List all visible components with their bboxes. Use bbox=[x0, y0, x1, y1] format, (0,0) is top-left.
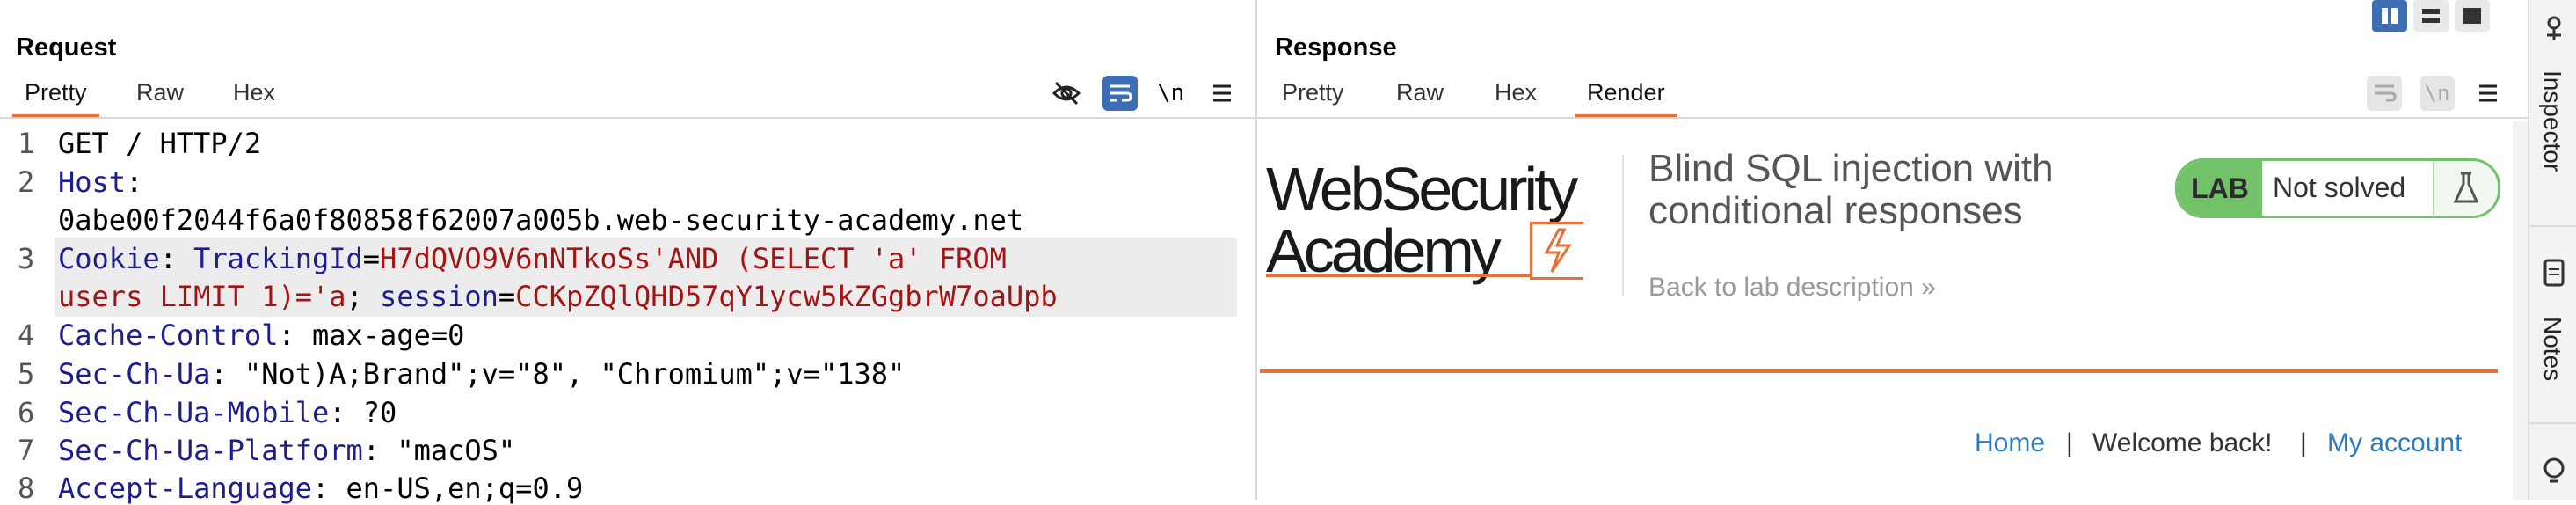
right-sidebar: Inspector Notes bbox=[2528, 0, 2576, 500]
notes-panel-toggle[interactable]: Notes bbox=[2539, 317, 2566, 382]
tab-response-hex[interactable]: Hex bbox=[1495, 79, 1538, 106]
response-scrollbar[interactable] bbox=[2513, 121, 2528, 500]
line-number: 6 bbox=[18, 396, 35, 429]
line-number: 8 bbox=[18, 472, 35, 505]
header-host: Host: bbox=[58, 165, 143, 199]
single-pane-layout-icon[interactable] bbox=[2455, 0, 2490, 32]
line-number: 7 bbox=[18, 434, 35, 467]
split-vertical-layout-icon[interactable] bbox=[2413, 0, 2449, 32]
line-number: 3 bbox=[18, 242, 35, 275]
tab-response-raw[interactable]: Raw bbox=[1396, 79, 1444, 106]
inspector-icon[interactable] bbox=[2536, 11, 2572, 46]
tab-response-pretty[interactable]: Pretty bbox=[1282, 79, 1344, 106]
header-sec-ch-ua-platform: Sec-Ch-Ua-Platform: "macOS" bbox=[58, 434, 516, 467]
wrap-lines-icon bbox=[2367, 76, 2402, 111]
flask-icon bbox=[2433, 161, 2498, 216]
web-security-academy-logo[interactable]: WebSecurity Academy bbox=[1266, 155, 1579, 285]
response-pane: Response Pretty Raw Hex Render \n bbox=[1257, 0, 2528, 500]
line-number: 5 bbox=[18, 357, 35, 391]
notes-icon[interactable] bbox=[2536, 255, 2572, 290]
back-to-lab-link[interactable]: Back to lab description » bbox=[1648, 273, 1936, 302]
split-horizontal-layout-icon[interactable] bbox=[2372, 0, 2407, 32]
cookie-continuation: users LIMIT 1)='a; session=CCKpZQlQHD57q… bbox=[58, 280, 1058, 313]
tab-request-hex[interactable]: Hex bbox=[233, 79, 276, 106]
tab-response-render[interactable]: Render bbox=[1575, 79, 1677, 118]
logo-bolt-icon bbox=[1530, 222, 1583, 280]
header-cache-control: Cache-Control: max-age=0 bbox=[58, 318, 465, 352]
logo-divider bbox=[1622, 155, 1624, 296]
wrap-lines-icon[interactable] bbox=[1102, 76, 1138, 111]
nav-my-account-link[interactable]: My account bbox=[2327, 428, 2463, 457]
response-title: Response bbox=[1275, 33, 1397, 62]
lab-status-text: Not solved bbox=[2273, 172, 2406, 203]
host-value: 0abe00f2044f6a0f80858f62007a005b.web-sec… bbox=[58, 203, 1024, 237]
request-editor[interactable]: 1 GET / HTTP/2 2 Host: 0abe00f2044f6a0f8… bbox=[0, 121, 1255, 505]
tab-request-pretty[interactable]: Pretty bbox=[12, 79, 98, 118]
pane-divider[interactable] bbox=[1255, 0, 1257, 500]
nav-home-link[interactable]: Home bbox=[1975, 428, 2046, 457]
chevron-right-icon: » bbox=[1921, 273, 1936, 302]
lab-title: Blind SQL injection with conditional res… bbox=[1648, 147, 2054, 232]
welcome-text: Welcome back! bbox=[2092, 428, 2273, 457]
header-sec-ch-ua-mobile: Sec-Ch-Ua-Mobile: ?0 bbox=[58, 396, 397, 429]
eye-slash-icon[interactable] bbox=[1049, 76, 1084, 111]
menu-icon[interactable] bbox=[2470, 76, 2506, 111]
line-number: 2 bbox=[18, 165, 35, 199]
inspector-panel-toggle[interactable]: Inspector bbox=[2539, 70, 2566, 172]
header-separator bbox=[1260, 369, 2498, 373]
nav-separator: | bbox=[2300, 428, 2307, 457]
request-line: GET / HTTP/2 bbox=[58, 127, 262, 160]
line-number: 4 bbox=[18, 318, 35, 352]
lab-tag: LAB bbox=[2178, 161, 2262, 216]
line-number: 1 bbox=[18, 127, 35, 160]
header-cookie: Cookie: TrackingId=H7dQVO9V6nNTkoSs'AND … bbox=[58, 242, 1007, 275]
lightbulb-icon[interactable] bbox=[2536, 453, 2572, 488]
request-title: Request bbox=[16, 33, 117, 62]
request-pane: Request Pretty Raw Hex \n 1 GET / HTTP/2… bbox=[0, 0, 1255, 505]
newline-icon[interactable]: \n bbox=[1157, 80, 1185, 106]
lab-status-badge: LAB Not solved bbox=[2175, 158, 2500, 218]
header-sec-ch-ua: Sec-Ch-Ua: "Not)A;Brand";v="8", "Chromiu… bbox=[58, 357, 906, 391]
nav-separator: | bbox=[2066, 428, 2073, 457]
tab-request-raw[interactable]: Raw bbox=[136, 79, 185, 106]
logo-underline bbox=[1266, 274, 1530, 277]
header-accept-language: Accept-Language: en-US,en;q=0.9 bbox=[58, 472, 584, 505]
selected-lines-highlight bbox=[55, 238, 1237, 317]
newline-icon: \n bbox=[2420, 76, 2455, 111]
menu-icon[interactable] bbox=[1204, 76, 1240, 111]
